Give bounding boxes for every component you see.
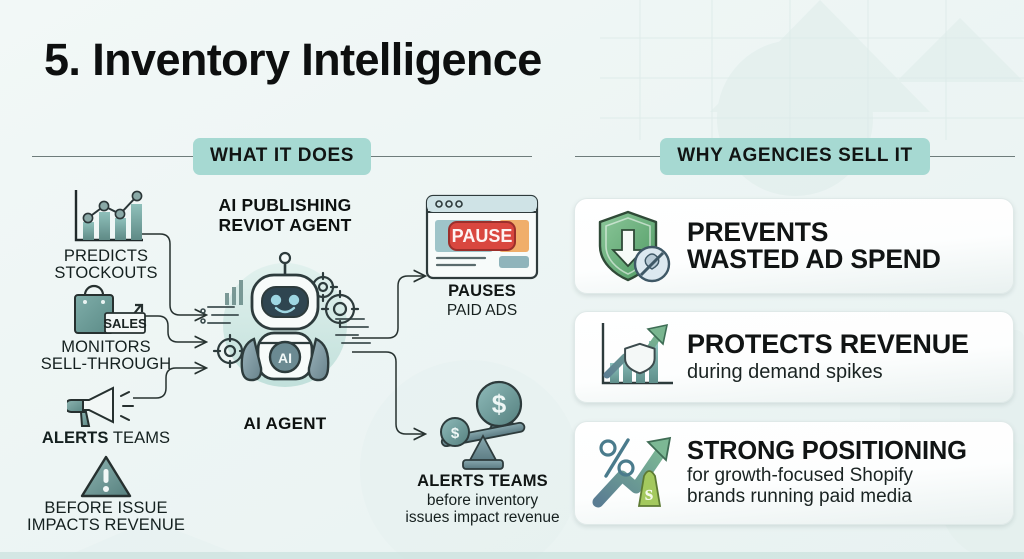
- card-title-line1: PREVENTS: [687, 216, 829, 247]
- input-label-line2: SELL-THROUGH: [40, 355, 172, 374]
- flow-input-alerts-teams: ALERTS TEAMS: [16, 382, 196, 447]
- shopping-bag-sales-icon: SALES: [16, 283, 196, 339]
- input-label-rest: TEAMS: [108, 429, 171, 447]
- output-title: PAUSES: [448, 282, 516, 300]
- ai-agent-block: AI PUBLISHING REVIOT AGENT: [190, 195, 380, 434]
- benefit-card-protects-revenue[interactable]: PROTECTS REVENUE during demand spikes: [574, 311, 1014, 403]
- banner-label-why-agencies-sell-it: WHY AGENCIES SELL IT: [660, 138, 930, 175]
- warning-triangle-icon: [16, 452, 196, 500]
- output-title: ALERTS TEAMS: [417, 472, 548, 490]
- agent-caption: AI AGENT: [243, 414, 327, 434]
- shield-down-arrow-no-money-icon: [589, 206, 681, 286]
- flow-output-pauses-paid-ads: PAUSE PAUSES PAID ADS: [398, 192, 566, 319]
- ai-robot-icon: AI: [190, 239, 380, 412]
- benefit-card-strong-positioning[interactable]: s STRONG POSITIONING for growth-focused …: [574, 421, 1014, 525]
- flow-input-monitors-sell-through: SALES MONITORS SELL-THROUGH: [16, 283, 196, 374]
- browser-pause-icon: PAUSE: [398, 192, 566, 282]
- card-text: PREVENTS WASTED AD SPEND: [681, 216, 997, 274]
- card-title: PREVENTS WASTED AD SPEND: [687, 216, 997, 274]
- banner-rule-left: [575, 156, 661, 157]
- pause-button-label: PAUSE: [452, 226, 513, 246]
- megaphone-icon: [16, 382, 196, 430]
- agent-heading-line2: REVIOT AGENT: [218, 214, 352, 235]
- agent-heading-line1: AI PUBLISHING: [218, 195, 352, 215]
- flow-input-predicts-stockouts: PREDICTS STOCKOUTS: [16, 186, 196, 283]
- output-subtitle: before inventory issues impact revenue: [385, 492, 580, 526]
- output-subtitle-line2: issues impact revenue: [405, 509, 560, 527]
- banner-label-what-it-does: WHAT IT DOES: [192, 138, 372, 175]
- benefit-card-prevents-wasted-ad-spend[interactable]: PREVENTS WASTED AD SPEND: [574, 198, 1014, 294]
- card-subtitle: for growth-focused Shopify brands runnin…: [687, 465, 997, 508]
- agent-badge-text: AI: [278, 350, 292, 366]
- input-label: MONITORS SELL-THROUGH: [16, 338, 196, 374]
- percent-arrow-shopify-icon: s: [589, 432, 681, 514]
- card-subtitle-line1: for growth-focused Shopify: [687, 465, 914, 487]
- card-title: STRONG POSITIONING: [687, 437, 967, 466]
- bar-chart-trend-icon: [16, 186, 196, 248]
- input-label-line2: IMPACTS REVENUE: [27, 516, 185, 535]
- output-subtitle-line1: before inventory: [426, 492, 539, 509]
- card-subtitle-line2: brands running paid media: [687, 486, 912, 507]
- card-text: STRONG POSITIONING for growth-focused Sh…: [681, 438, 997, 508]
- input-label: ALERTS TEAMS: [16, 429, 196, 447]
- input-label: BEFORE ISSUE IMPACTS REVENUE: [16, 499, 196, 535]
- section-header-what-it-does: WHAT IT DOES: [32, 138, 532, 175]
- svg-text:s: s: [645, 480, 654, 505]
- input-label-emphasis: ALERTS: [41, 429, 109, 447]
- input-label-line1: MONITORS: [61, 338, 151, 356]
- page-title: 5. Inventory Intelligence: [44, 34, 542, 85]
- banner-rule-right: [929, 156, 1015, 157]
- scale-balance-dollar-icon: $ $: [385, 378, 580, 472]
- svg-text:$: $: [491, 389, 506, 419]
- svg-text:$: $: [450, 425, 459, 442]
- input-label-line1: PREDICTS: [63, 247, 149, 265]
- section-header-why-agencies-sell-it: WHY AGENCIES SELL IT: [575, 138, 1015, 175]
- output-subtitle: PAID ADS: [446, 302, 518, 319]
- svg-text:SALES: SALES: [103, 316, 147, 331]
- card-text: PROTECTS REVENUE during demand spikes: [681, 331, 997, 383]
- growth-chart-shield-icon: [589, 319, 681, 395]
- card-title-line2: WASTED AD SPEND: [687, 244, 941, 274]
- agent-heading: AI PUBLISHING REVIOT AGENT: [190, 195, 380, 235]
- flow-input-before-issue: BEFORE ISSUE IMPACTS REVENUE: [16, 452, 196, 535]
- input-label-line2: STOCKOUTS: [54, 264, 158, 283]
- input-label-line1: BEFORE ISSUE: [44, 499, 168, 517]
- banner-rule-right: [371, 156, 532, 157]
- banner-rule-left: [32, 156, 193, 157]
- card-subtitle: during demand spikes: [687, 360, 883, 383]
- flow-output-alerts-teams: $ $ ALERTS TEAMS before inventory issues…: [385, 378, 580, 526]
- input-label: PREDICTS STOCKOUTS: [16, 247, 196, 283]
- card-title: PROTECTS REVENUE: [687, 329, 969, 360]
